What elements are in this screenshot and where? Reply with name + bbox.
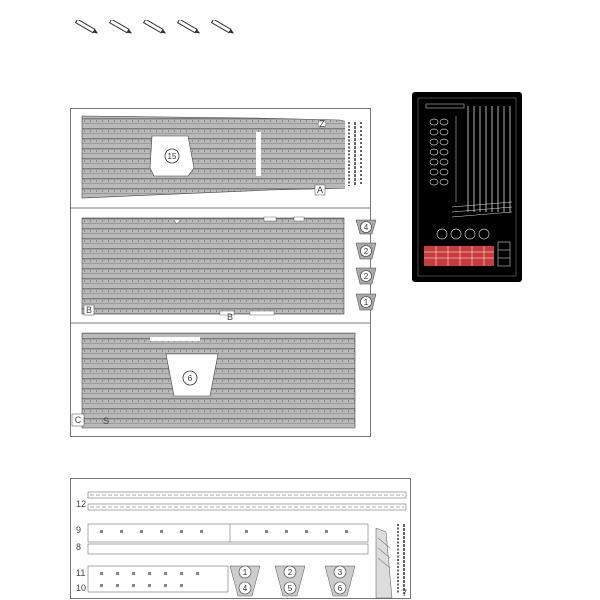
pencil-icon: [142, 20, 167, 34]
part-badge: [333, 581, 347, 595]
part-badge: [333, 565, 347, 579]
part-badge: [360, 296, 372, 308]
panel-b-number: B: [227, 312, 233, 322]
ring-parts: [429, 118, 490, 240]
part-badge: [360, 221, 372, 233]
row-number: 10: [76, 583, 86, 593]
photo-etch-sheet: [412, 92, 522, 282]
photo-etch-background: [412, 92, 522, 282]
row-number: 8: [76, 542, 81, 552]
panel-a-corner-label: A: [317, 185, 323, 195]
bow-decal: [375, 527, 393, 599]
deck-panel-a: 15 Z A: [81, 115, 363, 199]
part-badge-label: 2: [364, 247, 369, 256]
deck-decal-sheet: 15 Z A B B 4 2 2: [70, 108, 377, 437]
ladder-parts: [451, 201, 513, 218]
part-badge-label: 15: [168, 152, 177, 161]
panel-c-number: S: [103, 416, 109, 426]
lower-decal-sheet: 12 9 8 11 10 1 4 2: [70, 478, 411, 599]
part-badge-label: 5: [288, 584, 293, 593]
sheet-frame: [70, 478, 411, 599]
part-badge: [360, 245, 372, 257]
part-badge-label: 2: [364, 272, 369, 281]
part-badge: [283, 565, 297, 579]
panel-a-number: Z: [319, 119, 325, 129]
pencil-icon: [108, 20, 133, 34]
part-badge: [360, 270, 372, 282]
panel-c-corner-label: C: [75, 415, 82, 425]
row-number: 11: [76, 568, 85, 578]
elevator-badge-group: 1 4 2 5 3 6: [229, 565, 356, 597]
elevator-badge-column: 4 2 2 1: [355, 219, 377, 311]
pencil-icon: [210, 20, 235, 34]
part-badge: [283, 581, 297, 595]
deck-panel-b: B B: [81, 216, 345, 322]
deck-panel-c: 6 C S: [71, 332, 356, 429]
part-badge-label: 1: [364, 298, 369, 307]
part-badge-label: 3: [338, 568, 343, 577]
japanese-text-block: [345, 120, 363, 190]
part-badge-label: 4: [243, 584, 248, 593]
part-badge: [238, 581, 252, 595]
part-badge-label: 2: [288, 568, 293, 577]
pencil-icon: [74, 20, 99, 34]
corner-number: 7: [402, 588, 407, 598]
panel-b-corner-label: B: [86, 305, 92, 315]
row-number: 9: [76, 525, 81, 535]
row-number: 12: [76, 499, 86, 509]
part-badge-label: 6: [188, 374, 193, 383]
part-badge-label: 4: [364, 223, 369, 232]
japanese-text-block: [397, 524, 405, 594]
part-badge: [164, 148, 180, 164]
part-badge: [182, 370, 198, 386]
deck-gap: [256, 132, 261, 176]
red-accent-strip: [424, 246, 494, 266]
part-badge-label: 6: [338, 584, 343, 593]
part-badge: [238, 565, 252, 579]
part-badge-label: 1: [243, 568, 248, 577]
railing-strips: [467, 106, 511, 212]
pencil-icon: [176, 20, 201, 34]
